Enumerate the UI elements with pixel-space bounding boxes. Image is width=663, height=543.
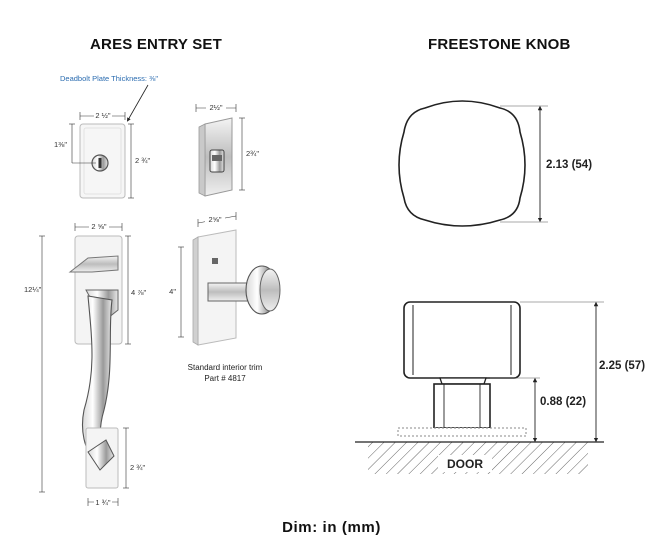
handle-plate-width-label: 2 ⅝" bbox=[91, 222, 107, 231]
deadbolt-side: 2½" 2¾" bbox=[195, 102, 259, 197]
thumb-lever bbox=[68, 255, 119, 273]
ares-heading: ARES ENTRY SET bbox=[90, 36, 222, 53]
side-width-label: 2½" bbox=[209, 103, 222, 112]
deadbolt-width-label: 2 ½" bbox=[95, 111, 111, 120]
bottom-width-label: 1 ¾" bbox=[95, 498, 111, 507]
deadbolt-offset-label: 1⅜" bbox=[54, 140, 67, 149]
knob-rosette bbox=[397, 427, 527, 437]
interior-trim: 2⅝" 4" Standard interior trim Part # 481… bbox=[169, 212, 281, 383]
knob-side-view: DOOR 2.25 (57) 0.88 (22) bbox=[355, 301, 654, 474]
knob-stem-outline bbox=[433, 383, 491, 429]
knob-head-outline bbox=[403, 301, 521, 379]
door-label: DOOR bbox=[447, 457, 483, 471]
handle-plate-height-label: 4 ⅞" bbox=[131, 288, 147, 297]
handleset: 2 ⅝" 4 ⅞" 12¼" 2 ¾" 1 ¾" bbox=[24, 221, 147, 507]
plate-thickness-note: Deadbolt Plate Thickness: ⅜" bbox=[60, 74, 158, 83]
freestone-heading: FREESTONE KNOB bbox=[428, 36, 571, 53]
knob-front-view: 2.13 (54) bbox=[398, 100, 600, 227]
interior-plate-width-label: 2⅝" bbox=[208, 215, 221, 224]
interior-caption-line1: Standard interior trim bbox=[188, 363, 263, 372]
knob-height-label: 2.25 (57) bbox=[599, 360, 645, 372]
knob-face-outline bbox=[398, 100, 526, 227]
deadbolt-front: Deadbolt Plate Thickness: ⅜" 2 ½" 2 ¾" 1… bbox=[54, 74, 158, 199]
units-footer: Dim: in (mm) bbox=[282, 519, 381, 536]
deadbolt-height-label: 2 ¾" bbox=[135, 156, 151, 165]
interior-caption-line2: Part # 4817 bbox=[204, 374, 246, 383]
bottom-plate-height-label: 2 ¾" bbox=[130, 463, 146, 472]
side-height-label: 2¾" bbox=[246, 149, 259, 158]
interior-height-label: 4" bbox=[169, 287, 176, 296]
knob-diameter-label: 2.13 (54) bbox=[546, 159, 592, 171]
overall-height-label: 12¼" bbox=[24, 285, 42, 294]
knob-projection-label: 0.88 (22) bbox=[540, 396, 586, 408]
